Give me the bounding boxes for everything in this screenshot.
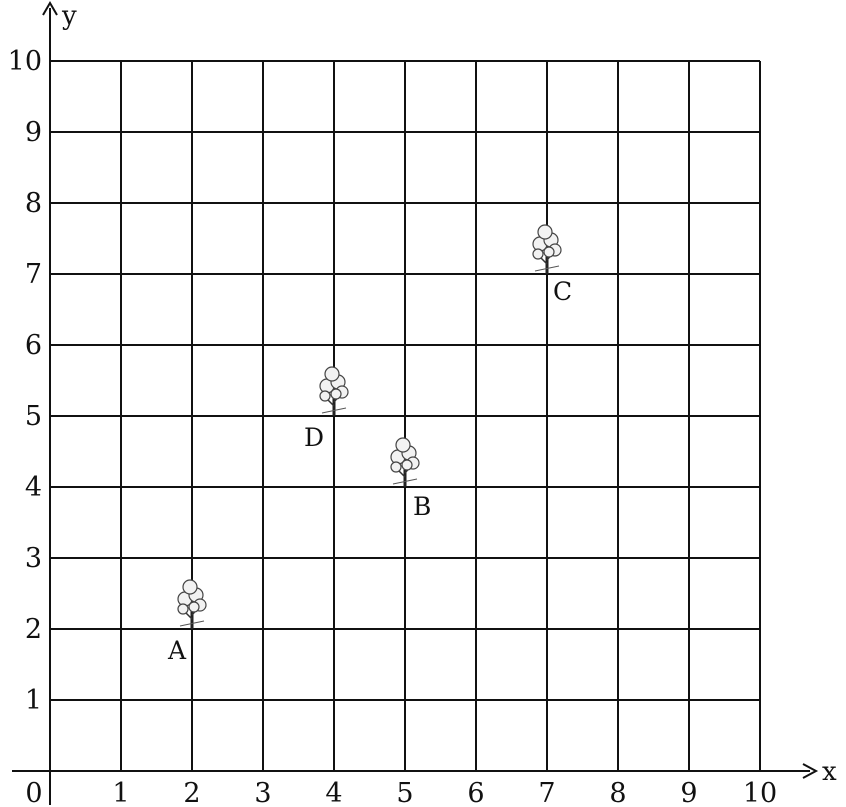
point-label-c: C (553, 277, 572, 306)
x-tick-label: 3 (254, 778, 271, 807)
y-axis-arrow (42, 1, 58, 16)
tree-icon (319, 366, 349, 416)
y-tick-label: 2 (25, 614, 42, 645)
x-tick-label: 2 (183, 778, 200, 807)
x-axis-label: x (822, 757, 837, 787)
y-tick-label: 5 (25, 401, 42, 432)
tree-points: A B C D (167, 224, 572, 665)
x-tick-label: 6 (467, 778, 484, 807)
x-tick-label: 0 (25, 778, 42, 807)
x-axis-arrow (802, 763, 819, 779)
y-tick-label: 8 (25, 188, 42, 219)
y-tick-label: 7 (25, 259, 42, 290)
point-label-d: D (304, 423, 324, 452)
y-tick-label: 9 (25, 117, 42, 148)
y-axis-label: y (61, 1, 77, 31)
x-tick-label: 4 (325, 778, 342, 807)
point-label-a: A (167, 636, 187, 665)
x-tick-label: 8 (609, 778, 626, 807)
x-tick-label: 5 (396, 778, 413, 807)
tree-icon (532, 224, 562, 274)
x-tick-label: 10 (743, 778, 777, 807)
y-tick-label: 3 (25, 543, 42, 574)
y-tick-label: 10 (8, 46, 42, 77)
point-label-b: B (413, 492, 431, 521)
x-tick-label: 9 (680, 778, 697, 807)
y-tick-label: 1 (25, 685, 42, 716)
y-tick-label: 4 (25, 472, 42, 503)
grid-lines (50, 60, 761, 771)
tree-icon (177, 579, 207, 629)
y-tick-label: 6 (25, 330, 42, 361)
x-tick-label: 1 (112, 778, 129, 807)
axes: xy (12, 1, 837, 805)
tick-labels: 0 1 2 3 4 5 6 7 8 9 10 1 2 3 4 5 6 7 8 9 10 (8, 46, 778, 807)
x-tick-label: 7 (538, 778, 555, 807)
tree-icon (390, 437, 420, 487)
